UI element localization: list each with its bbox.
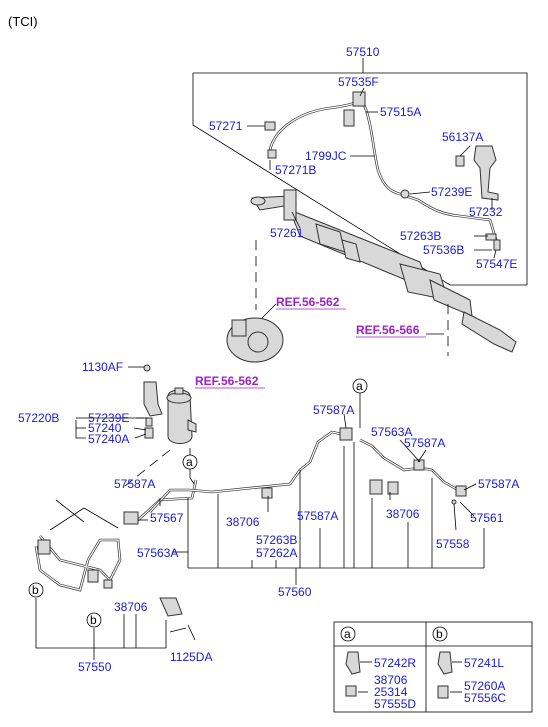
ref-link-56-566-gear[interactable]: REF.56-566 — [356, 323, 420, 337]
label-57263B-top[interactable]: 57263B — [400, 229, 441, 243]
label-57558[interactable]: 57558 — [436, 537, 470, 551]
legend-a-57555D[interactable]: 57555D — [374, 697, 416, 711]
label-57587A-2[interactable]: 57587A — [404, 436, 445, 450]
label-57547E[interactable]: 57547E — [476, 257, 517, 271]
label-57563A-left[interactable]: 57563A — [137, 546, 178, 560]
label-57220B[interactable]: 57220B — [18, 411, 59, 425]
label-57535F[interactable]: 57535F — [338, 75, 379, 89]
label-57261[interactable]: 57261 — [270, 226, 304, 240]
bracket-57560 — [172, 442, 485, 585]
callout-a-top: a — [356, 379, 363, 393]
legend-b-57260A[interactable]: 57260A — [464, 679, 505, 693]
bracket-57550 — [35, 598, 167, 660]
label-57587A-3[interactable]: 57587A — [478, 477, 519, 491]
ref-link-56-562-reservoir[interactable]: REF.56-562 — [195, 374, 259, 388]
label-57560[interactable]: 57560 — [278, 585, 312, 599]
label-57563A-top[interactable]: 57563A — [371, 425, 412, 439]
label-57263B-mid[interactable]: 57263B — [256, 533, 297, 547]
label-1799JC[interactable]: 1799JC — [305, 149, 347, 163]
steering-gear-rack — [250, 189, 517, 353]
callout-a-mid: a — [186, 455, 193, 469]
legend-b-57241L[interactable]: 57241L — [464, 656, 504, 670]
label-57239E-top[interactable]: 57239E — [431, 185, 472, 199]
callout-b-left: b — [32, 583, 39, 597]
label-38706-b[interactable]: 38706 — [386, 507, 420, 521]
return-hoses — [123, 427, 467, 525]
reservoir-bracket — [143, 364, 163, 439]
power-steering-pump — [226, 317, 284, 363]
legend-b-57556C[interactable]: 57556C — [464, 691, 506, 705]
legend-a-38706[interactable]: 38706 — [374, 673, 408, 687]
pressure-hose-upper — [264, 91, 501, 251]
label-57240A[interactable]: 57240A — [88, 432, 129, 446]
cooler-coil — [34, 499, 196, 641]
callout-markers: a a b b — [28, 378, 368, 628]
callout-b-mid: b — [90, 613, 97, 627]
label-57510[interactable]: 57510 — [346, 45, 380, 59]
part-labels: 57510 57535F 57515A 57271 1799JC 57271B … — [18, 45, 519, 674]
label-56137A[interactable]: 56137A — [442, 130, 483, 144]
model-header: (TCI) — [8, 14, 38, 29]
label-1125DA[interactable]: 1125DA — [170, 650, 212, 664]
label-38706-c[interactable]: 38706 — [114, 600, 148, 614]
legend-a-25314[interactable]: 25314 — [374, 685, 408, 699]
label-1130AF[interactable]: 1130AF — [82, 360, 123, 374]
label-57515A[interactable]: 57515A — [380, 105, 421, 119]
label-57561[interactable]: 57561 — [470, 511, 504, 525]
ref-link-56-562-pump[interactable]: REF.56-562 — [276, 295, 340, 309]
label-57550[interactable]: 57550 — [78, 660, 112, 674]
legend-a-57242R[interactable]: 57242R — [374, 656, 416, 670]
legend-head-a: a — [344, 627, 351, 641]
leader-dashes — [119, 240, 449, 491]
ref-links: REF.56-562 REF.56-566 REF.56-562 — [195, 295, 444, 389]
label-57587A-5[interactable]: 57587A — [297, 509, 338, 523]
leader-lines — [75, 87, 497, 633]
legend-table: a b 57242R 38706 25314 57555D 57241L 572… — [333, 621, 533, 713]
legend-head-b: b — [436, 627, 443, 641]
label-57271B[interactable]: 57271B — [275, 163, 316, 177]
label-38706-a[interactable]: 38706 — [226, 515, 260, 529]
label-57240[interactable]: 57240 — [88, 421, 122, 435]
label-57536B[interactable]: 57536B — [423, 243, 464, 257]
label-57271[interactable]: 57271 — [209, 119, 243, 133]
label-57587A-4[interactable]: 57587A — [114, 477, 155, 491]
label-57232[interactable]: 57232 — [469, 205, 503, 219]
upper-assembly-frame — [192, 58, 528, 286]
label-57262A[interactable]: 57262A — [256, 546, 297, 560]
label-57567[interactable]: 57567 — [150, 511, 184, 525]
label-57587A-1[interactable]: 57587A — [313, 403, 354, 417]
oil-reservoir — [166, 387, 197, 486]
label-57239E-left[interactable]: 57239E — [88, 411, 129, 425]
